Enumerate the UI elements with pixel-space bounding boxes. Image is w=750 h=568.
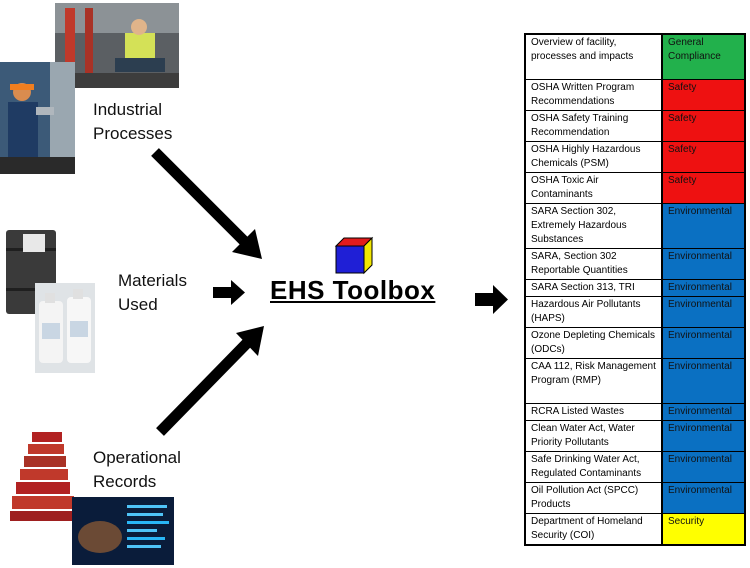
category-cell: Safety <box>661 171 746 204</box>
category-cell: Environmental <box>661 481 746 514</box>
binders-photo <box>10 428 82 523</box>
category-cell: Environmental <box>661 402 746 421</box>
category-cell: Environmental <box>661 295 746 328</box>
regulation-cell: Hazardous Air Pollutants (HAPS) <box>524 295 663 328</box>
category-cell: Environmental <box>661 450 746 483</box>
category-cell: Environmental <box>661 247 746 280</box>
table-row: Overview of facility, processes and impa… <box>524 33 746 80</box>
category-cell: Safety <box>661 140 746 173</box>
industrial-worker-photo <box>0 62 75 174</box>
regulation-cell: OSHA Safety Training Recommendation <box>524 109 663 142</box>
table-row: Ozone Depleting Chemicals (ODCs)Environm… <box>524 326 746 359</box>
table-row: Safe Drinking Water Act, Regulated Conta… <box>524 450 746 483</box>
toolbox-cube-icon <box>334 236 374 275</box>
table-row: Clean Water Act, Water Priority Pollutan… <box>524 419 746 452</box>
ehs-toolbox-title: EHS Toolbox <box>270 275 436 305</box>
regulation-cell: SARA Section 313, TRI <box>524 278 663 297</box>
category-cell: Environmental <box>661 419 746 452</box>
category-cell: Security <box>661 512 746 545</box>
regulation-cell: Safe Drinking Water Act, Regulated Conta… <box>524 450 663 483</box>
regulation-cell: Department of Homeland Security (COI) <box>524 512 663 545</box>
regulation-cell: CAA 112, Risk Management Program (RMP) <box>524 357 663 404</box>
category-cell: Environmental <box>661 202 746 249</box>
regulation-table: Overview of facility, processes and impa… <box>524 33 746 546</box>
operational-records-label: Operational Records <box>93 448 181 491</box>
arrow-to-table <box>475 285 508 314</box>
category-cell: Safety <box>661 109 746 142</box>
regulation-cell: Ozone Depleting Chemicals (ODCs) <box>524 326 663 359</box>
materials-used-label: Materials Used <box>118 271 187 314</box>
chemical-bottles-photo <box>35 283 95 373</box>
category-cell: Safety <box>661 78 746 111</box>
table-row: CAA 112, Risk Management Program (RMP)En… <box>524 357 746 404</box>
industrial-processes-label: Industrial Processes <box>93 100 173 143</box>
regulation-cell: OSHA Toxic Air Contaminants <box>524 171 663 204</box>
table-row: SARA Section 302, Extremely Hazardous Su… <box>524 202 746 249</box>
regulation-cell: Clean Water Act, Water Priority Pollutan… <box>524 419 663 452</box>
forklift-worker-photo <box>55 3 179 88</box>
regulation-cell: Overview of facility, processes and impa… <box>524 33 663 80</box>
regulation-cell: RCRA Listed Wastes <box>524 402 663 421</box>
data-screen-photo <box>72 497 174 565</box>
regulation-cell: Oil Pollution Act (SPCC) Products <box>524 481 663 514</box>
table-row: OSHA Highly Hazardous Chemicals (PSM)Saf… <box>524 140 746 173</box>
category-cell: Environmental <box>661 326 746 359</box>
table-row: Hazardous Air Pollutants (HAPS)Environme… <box>524 295 746 328</box>
regulation-cell: OSHA Written Program Recommendations <box>524 78 663 111</box>
regulation-cell: SARA Section 302, Extremely Hazardous Su… <box>524 202 663 249</box>
table-row: Department of Homeland Security (COI)Sec… <box>524 512 746 545</box>
category-cell: Environmental <box>661 278 746 297</box>
regulation-cell: SARA, Section 302 Reportable Quantities <box>524 247 663 280</box>
regulation-cell: OSHA Highly Hazardous Chemicals (PSM) <box>524 140 663 173</box>
arrow-operational <box>156 326 264 436</box>
category-cell: Environmental <box>661 357 746 404</box>
arrow-industrial <box>151 148 262 259</box>
arrow-materials <box>213 280 245 305</box>
category-cell: General Compliance <box>661 33 746 80</box>
